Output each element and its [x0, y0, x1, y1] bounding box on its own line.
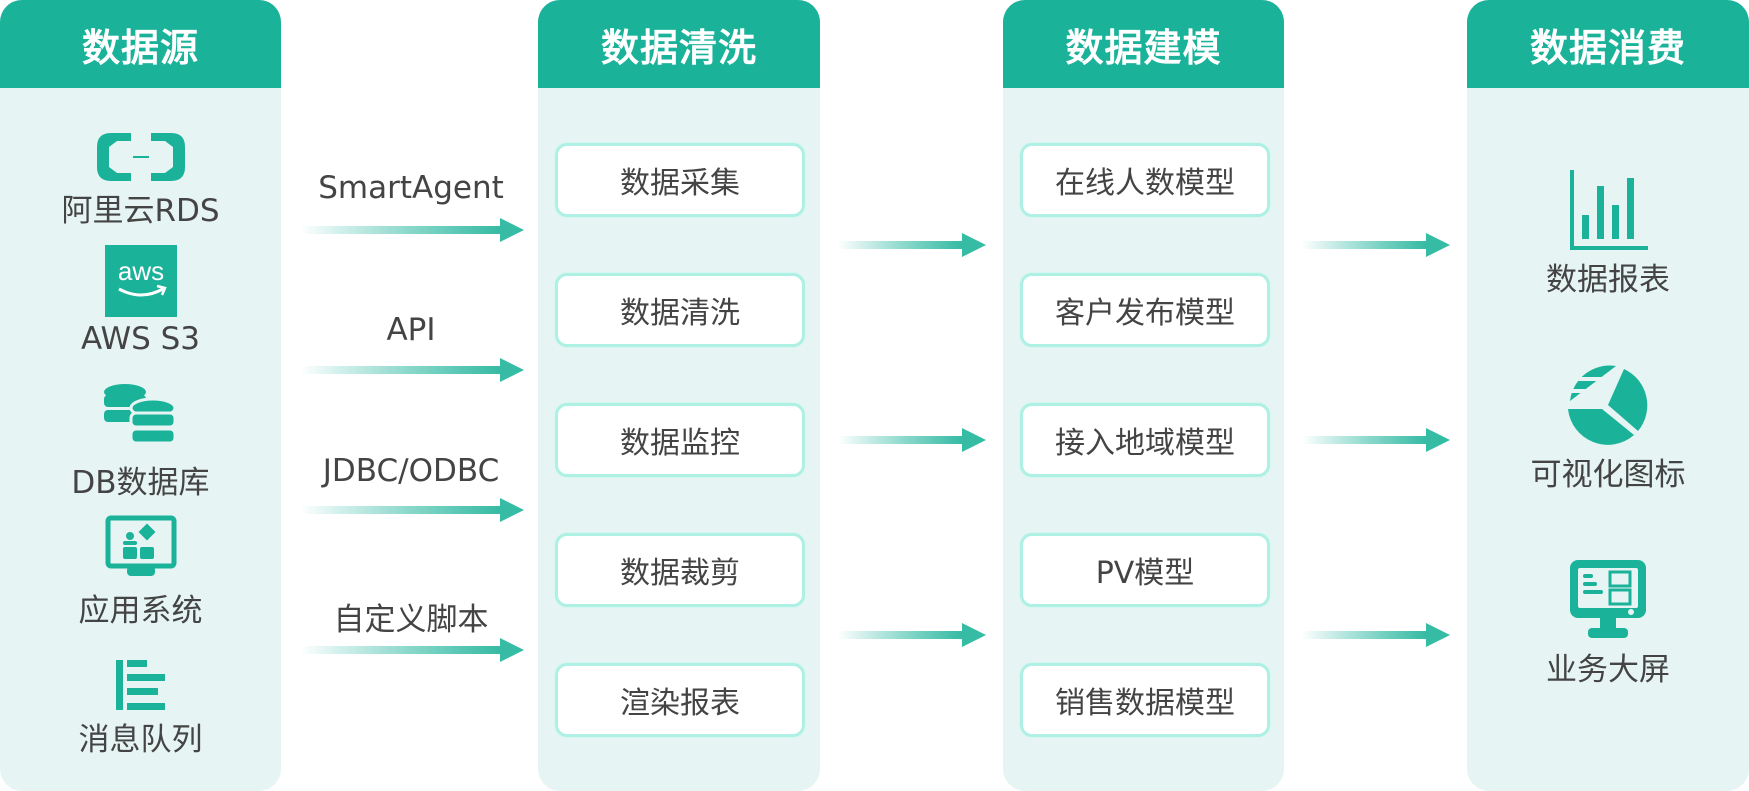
column-data-source: 数据源 阿里云RDS aws AWS S3 — [0, 0, 281, 791]
connector-label-smartagent: SmartAgent — [318, 170, 504, 206]
source-label: AWS S3 — [80, 321, 201, 357]
step-card[interactable]: 数据裁剪 — [555, 533, 805, 607]
connector-label-custom-script: 自定义脚本 — [333, 602, 489, 638]
consumer-label: 可视化图标 — [1530, 457, 1686, 493]
aws-icon-text: aws — [117, 256, 163, 286]
consumer-label: 业务大屏 — [1546, 652, 1670, 688]
source-item-message-queue[interactable]: 消息队列 — [0, 660, 281, 759]
arrow-right-icon — [300, 638, 524, 662]
consumer-label: 数据报表 — [1546, 262, 1670, 298]
arrow-right-icon — [1302, 428, 1450, 452]
step-card[interactable]: 数据监控 — [555, 403, 805, 477]
arrow-right-icon — [300, 358, 524, 382]
consumer-item-visualization[interactable]: 可视化图标 — [1467, 365, 1749, 494]
source-label: 应用系统 — [78, 593, 203, 629]
message-queue-icon — [115, 660, 165, 710]
connector-label-jdbc-odbc: JDBC/ODBC — [322, 453, 500, 489]
arrow-right-icon — [1302, 623, 1450, 647]
consumer-item-data-report[interactable]: 数据报表 — [1467, 170, 1749, 299]
column-title: 数据清洗 — [538, 0, 820, 88]
column-title: 数据消费 — [1467, 0, 1749, 88]
source-label: DB数据库 — [71, 465, 210, 501]
model-card[interactable]: 客户发布模型 — [1020, 273, 1270, 347]
model-card[interactable]: 在线人数模型 — [1020, 143, 1270, 217]
step-card[interactable]: 渲染报表 — [555, 663, 805, 737]
model-card[interactable]: 销售数据模型 — [1020, 663, 1270, 737]
step-card[interactable]: 数据采集 — [555, 143, 805, 217]
source-label: 阿里云RDS — [61, 193, 220, 229]
column-title: 数据源 — [0, 0, 281, 88]
source-item-aliyun-rds[interactable]: 阿里云RDS — [0, 133, 281, 230]
bar-chart-icon — [1570, 170, 1648, 250]
arrow-right-icon — [838, 428, 986, 452]
column-data-consumption: 数据消费 数据报表 可视化图标 — [1467, 0, 1749, 791]
column-data-modeling: 数据建模 在线人数模型 客户发布模型 接入地域模型 PV模型 销售数据模型 — [1003, 0, 1284, 791]
source-item-db[interactable]: DB数据库 — [0, 383, 281, 502]
connector-label-api: API — [386, 312, 436, 348]
application-icon — [105, 515, 176, 576]
arrow-right-icon — [300, 498, 524, 522]
source-item-aws-s3[interactable]: aws AWS S3 — [0, 245, 281, 357]
arrow-right-icon — [838, 233, 986, 257]
column-data-cleaning: 数据清洗 数据采集 数据清洗 数据监控 数据裁剪 渲染报表 — [538, 0, 820, 791]
step-card[interactable]: 数据清洗 — [555, 273, 805, 347]
database-icon — [103, 384, 176, 445]
source-item-application[interactable]: 应用系统 — [0, 515, 281, 630]
arrow-right-icon — [300, 218, 524, 242]
model-card[interactable]: 接入地域模型 — [1020, 403, 1270, 477]
arrow-right-icon — [838, 623, 986, 647]
aliyun-icon — [96, 133, 185, 181]
pie-chart-icon — [1568, 365, 1648, 445]
source-label: 消息队列 — [78, 722, 203, 758]
column-title: 数据建模 — [1003, 0, 1284, 88]
aws-icon: aws — [104, 245, 177, 317]
consumer-item-dashboard[interactable]: 业务大屏 — [1467, 560, 1749, 689]
arrow-right-icon — [1302, 233, 1450, 257]
dashboard-monitor-icon — [1570, 560, 1646, 638]
model-card[interactable]: PV模型 — [1020, 533, 1270, 607]
